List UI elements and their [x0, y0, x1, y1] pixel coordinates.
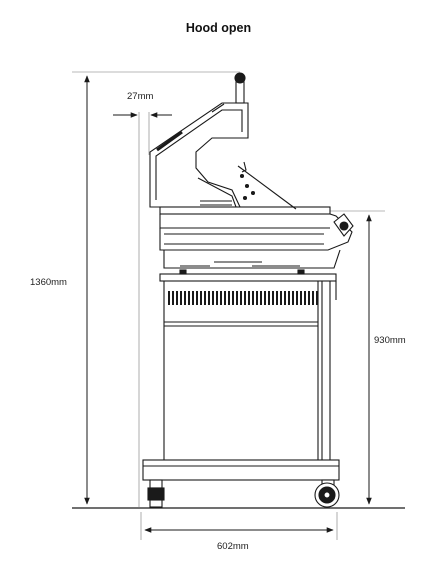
vent-slot [280, 291, 282, 305]
vent-slot [304, 291, 306, 305]
open-hood [149, 102, 249, 208]
vent-slot [188, 291, 190, 305]
vent-slot [264, 291, 266, 305]
vent-slot [232, 291, 234, 305]
vent-slot [284, 291, 286, 305]
total-height-dimension [72, 71, 240, 505]
vent-slot [168, 291, 170, 305]
vent-slot [208, 291, 210, 305]
counter-height-label: 930mm [374, 335, 406, 346]
vent-slot [248, 291, 250, 305]
vent-slot [296, 291, 298, 305]
offset-dimension [113, 112, 172, 508]
vent-slot [220, 291, 222, 305]
vent-slot [192, 291, 194, 305]
vent-slot [180, 291, 182, 305]
vent-slot [308, 291, 310, 305]
vent-slot [184, 291, 186, 305]
vent-slot [276, 291, 278, 305]
control-knob [333, 213, 354, 237]
vent-slot [260, 291, 262, 305]
total-height-label: 1360mm [30, 277, 67, 288]
firebox [159, 206, 353, 275]
vent-slot [256, 291, 258, 305]
vent-slot [244, 291, 246, 305]
vent-slot [228, 291, 230, 305]
vent-slot [292, 291, 294, 305]
hood-hinge [237, 161, 297, 210]
width-label: 602mm [217, 541, 249, 552]
vent-slot [240, 291, 242, 305]
right-caster [314, 479, 340, 508]
vent-slot [176, 291, 178, 305]
vent-slot [204, 291, 206, 305]
vent-slot [216, 291, 218, 305]
vent-slot [272, 291, 274, 305]
left-caster [147, 479, 165, 508]
vent-slot [236, 291, 238, 305]
vent-slot [200, 291, 202, 305]
vent-slot [288, 291, 290, 305]
vent-slot [268, 291, 270, 305]
vent-slot [316, 291, 318, 305]
cart-body [159, 273, 337, 460]
hood-handle [234, 72, 246, 104]
vent-slot [196, 291, 198, 305]
offset-label: 27mm [127, 91, 154, 102]
vent-slot [252, 291, 254, 305]
width-dimension [140, 512, 338, 540]
vent-slot [300, 291, 302, 305]
vent-slot [224, 291, 226, 305]
vent-slot [172, 291, 174, 305]
vent-slot [212, 291, 214, 305]
base-shelf [142, 459, 340, 481]
vent-slot [312, 291, 314, 305]
diagram-title: Hood open [185, 21, 252, 35]
vent-slots [168, 291, 318, 305]
counter-height-dimension [330, 210, 385, 505]
